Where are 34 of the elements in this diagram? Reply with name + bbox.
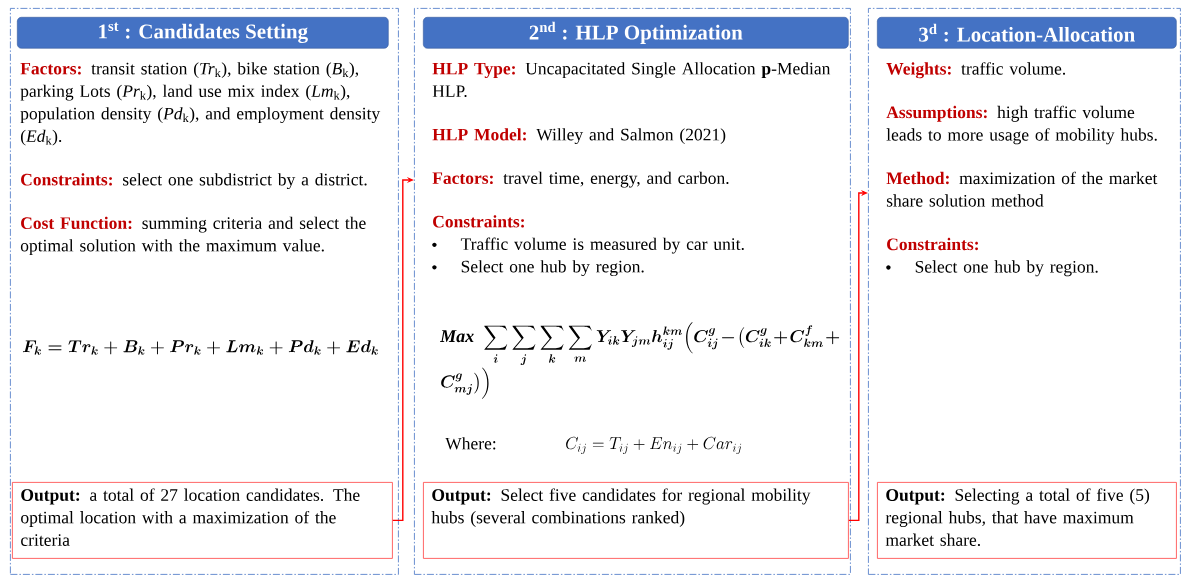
title-bar: 3$^{d}$ : Location-Allocation xyxy=(877,17,1177,49)
text-label: Where: xyxy=(445,437,496,450)
title-bar: 2$^{nd}$ : HLP Optimization xyxy=(423,17,849,49)
arrow xyxy=(848,189,868,522)
node-label: HLP. xyxy=(432,85,467,98)
node-label: Uncapacitated Single Allocation p-Median xyxy=(525,62,831,79)
node-label: parking Lots (Pr$_{k}$), land use mix index (Lm$_{k}$), xyxy=(20,84,350,101)
node-label: (Ed$_{k}$). xyxy=(20,129,62,146)
text-paragraph: Factors: travel time, energy, and carbon. xyxy=(432,171,729,188)
node-label: population density (Pd$_{k}$), and employment density xyxy=(20,107,381,124)
section-heading: Constraints: xyxy=(887,237,978,251)
bullet-item: Traffic volume is measured by car unit. xyxy=(432,237,744,254)
text-paragraph: Factors: transit station (Tr$_{k}$), bike station (B$_{k}$), parking Lots (Pr$_{k}$), land use mix index (Lm$_{k}$), population density (Pd$_{k}$), and employment density (Ed$_{k}$). xyxy=(20,62,381,146)
formula: $C_{ij} = T_{ij} + En_{ij} + Car_{ij}$ xyxy=(566,436,742,454)
output-box: Output: Select five candidates for regional mobility hubs (several combinations ranked) xyxy=(423,482,849,559)
arrow xyxy=(392,176,414,522)
text-paragraph: HLP Model: Willey and Salmon (2021) xyxy=(432,128,726,145)
output-box: Output: Selecting a total of five (5) regional hubs, that have maximum market share. xyxy=(877,482,1177,559)
text-paragraph: HLP Type: Uncapacitated Single Allocation p-Median HLP. xyxy=(432,62,831,98)
node-label: HLP Type: xyxy=(432,62,515,79)
text-paragraph: Method: maximization of the market share solution method xyxy=(886,171,1158,207)
text-paragraph: Cost Function: summing criteria and select the optimal solution with the maximum value. xyxy=(20,216,366,256)
node-label: Factors: xyxy=(20,62,81,75)
formula: $\mathit{Max}\ \sum_i\sum_j\sum_k\sum_m Y_{ik}Y_{jm}h_{ij}^{km}\Bigl(C_{ij}^{g} - \bigl(C_{ik}^{g}+C_{km}^{f}+C_{mj}^{g}\bigr)\Bigr)$ xyxy=(439,322,840,399)
output-box: Output: a total of 27 location candidates. The optimal location with a maximization of the criteria xyxy=(12,482,393,559)
text-paragraph: Constraints: select one subdistrict by a district. xyxy=(21,173,367,190)
bullet-item: Select one hub by region. xyxy=(432,260,644,277)
title-bar: 1$^{st}$ : Candidates Setting xyxy=(17,17,389,49)
node-label: transit station (Tr$_{k}$), bike station (B$_{k}$), xyxy=(91,62,359,79)
text-paragraph: Weights: traffic volume. xyxy=(886,62,1066,79)
section-heading: Constraints: xyxy=(433,215,524,228)
text-paragraph: Assumptions: high traffic volume leads to more usage of mobility hubs. xyxy=(886,105,1157,145)
formula: $F_k = Tr_k + B_k + Pr_k + Lm_k + Pd_k + Ed_k$ xyxy=(22,340,378,355)
bullet-item: Select one hub by region. xyxy=(886,260,1098,277)
